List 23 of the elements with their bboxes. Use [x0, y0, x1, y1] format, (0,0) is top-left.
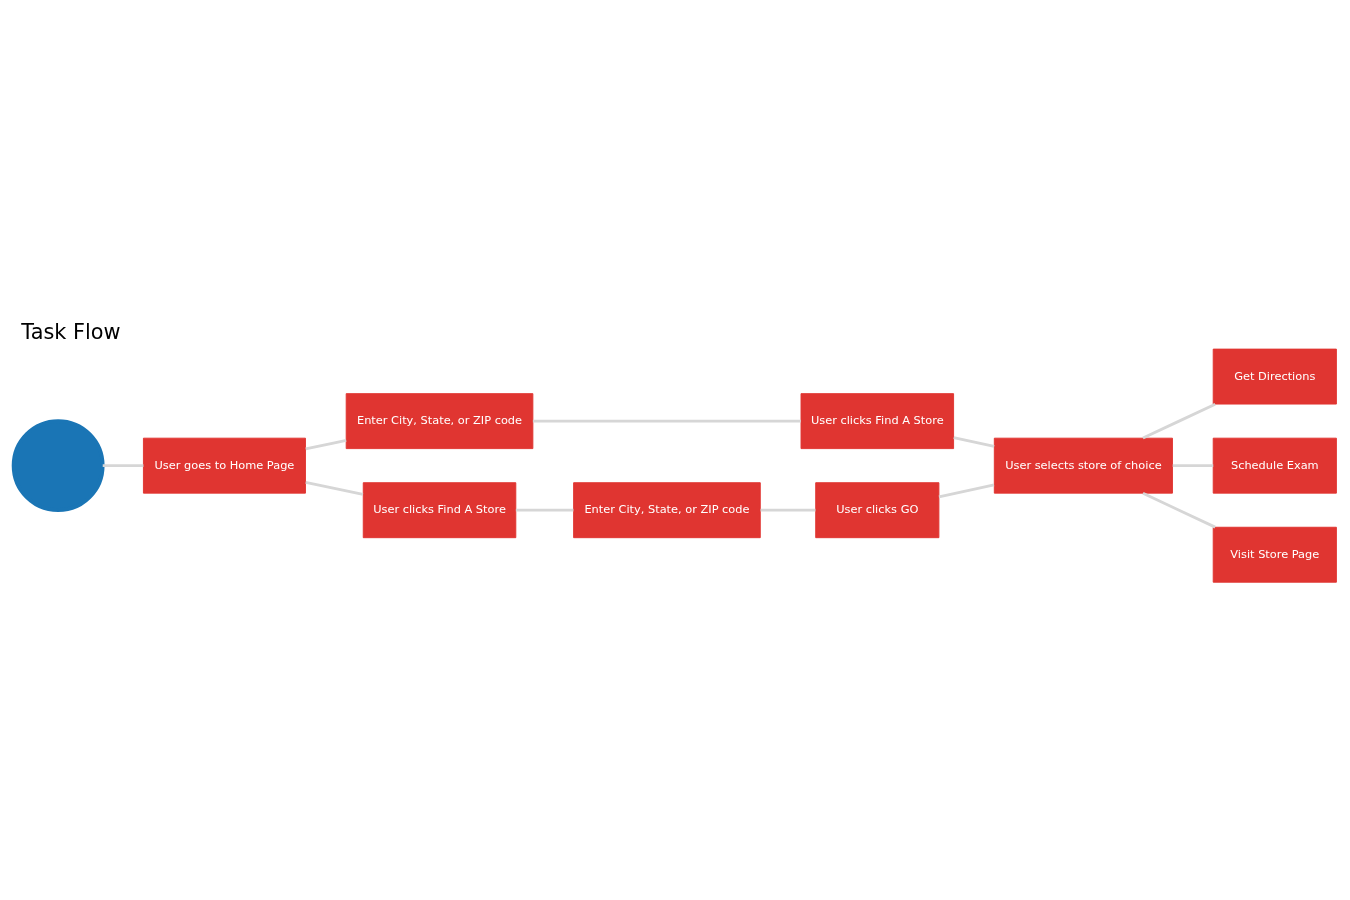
diagram-title: Task Flow: [21, 319, 121, 344]
node-person: [11, 418, 105, 512]
node-box: Visit Store Page: [1212, 526, 1337, 583]
connector: [1142, 402, 1216, 439]
node-box: User clicks Find A Store: [362, 481, 517, 538]
node-box: User goes to Home Page: [142, 437, 306, 494]
connector: [953, 435, 995, 448]
node-box: Schedule Exam: [1212, 437, 1337, 494]
connector: [938, 483, 995, 498]
node-box: User clicks GO: [815, 481, 940, 538]
node-box: Get Directions: [1212, 348, 1337, 405]
connector: [1172, 463, 1214, 467]
node-box: Enter City, State, or ZIP code: [573, 481, 761, 538]
connector: [305, 438, 347, 450]
connector: [1142, 491, 1216, 528]
connector: [305, 480, 364, 496]
node-box: User clicks Find A Store: [800, 392, 955, 449]
node-box: Enter City, State, or ZIP code: [345, 392, 534, 449]
connector: [102, 463, 144, 467]
connector: [760, 508, 816, 512]
connector: [515, 508, 574, 512]
connector: [532, 419, 801, 423]
node-box: User selects store of choice: [993, 437, 1173, 494]
